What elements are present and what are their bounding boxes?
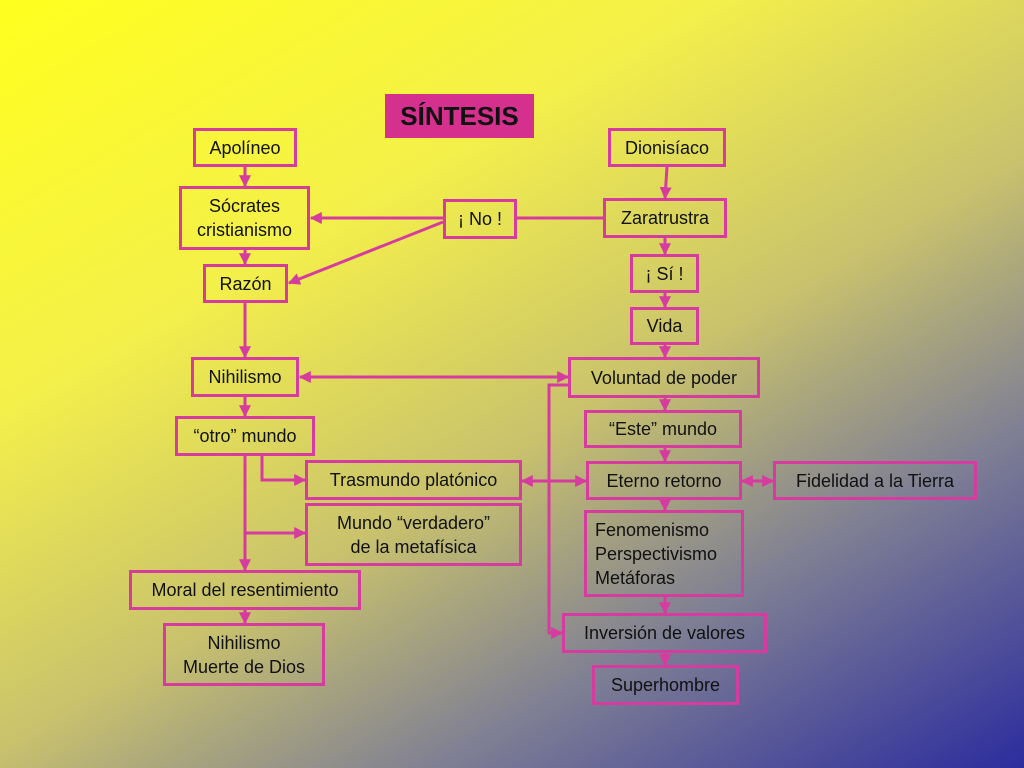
node-socrates-cristianismo: Sócrates cristianismo (179, 186, 310, 250)
node-inversion-valores: Inversión de valores (562, 613, 767, 653)
node-vida: Vida (630, 307, 699, 345)
node-fidelidad-tierra: Fidelidad a la Tierra (773, 461, 977, 500)
node-trasmundo-platonico: Trasmundo platónico (305, 460, 522, 500)
arrow-voluntad-inversion (547, 383, 568, 639)
node-este-mundo: “Este” mundo (584, 410, 742, 448)
node-apolineo: Apolíneo (193, 128, 297, 167)
node-eterno-retorno: Eterno retorno (586, 461, 742, 500)
node-dionisiaco: Dionisíaco (608, 128, 726, 167)
node-zaratustra: Zaratrustra (603, 198, 727, 238)
node-razon: Razón (203, 264, 288, 303)
node-mundo-verdadero: Mundo “verdadero” de la metafísica (305, 503, 522, 566)
node-nihilismo: Nihilismo (191, 357, 299, 397)
node-si: ¡ Sí ! (630, 254, 699, 293)
node-superhombre: Superhombre (592, 665, 739, 705)
node-fenomenismo: Fenomenismo Perspectivismo Metáforas (584, 510, 744, 597)
arrow-dionisiaco-zaratustra (659, 166, 672, 200)
arrow-otromundo-trasmundo (260, 456, 307, 486)
node-moral-resentimiento: Moral del resentimiento (129, 570, 361, 610)
node-nihilismo-muerte-de-dios: Nihilismo Muerte de Dios (163, 623, 325, 686)
node-voluntad-de-poder: Voluntad de poder (568, 357, 760, 398)
node-otro-mundo: “otro” mundo (175, 416, 315, 456)
page-title: SÍNTESIS (385, 94, 534, 138)
arrow-no-razon (287, 220, 444, 285)
node-no: ¡ No ! (443, 199, 517, 239)
